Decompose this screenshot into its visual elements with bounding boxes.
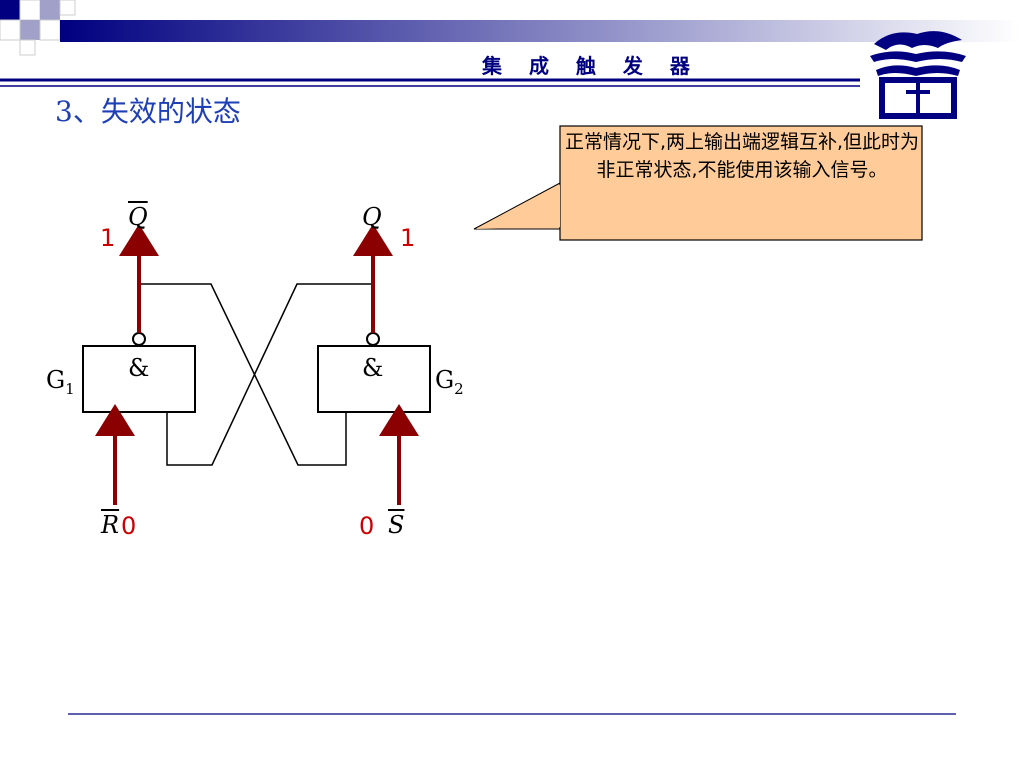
output-q-symbol: Q [362,203,382,231]
university-logo [870,31,966,119]
gate-g2-symbol: & [362,354,384,382]
feedback-wire-g2-to-g1 [166,283,373,466]
output-qbar-symbol: Q [128,203,148,231]
callout-shape [473,125,923,241]
feedback-wire-g1-to-g2 [139,283,347,466]
footer-line [68,713,956,715]
gate-g2-bubble [366,332,380,346]
header-underline [0,78,860,87]
header-gradient-bar [60,20,1020,42]
output-qbar-value: 1 [100,224,116,252]
input-rbar-value: 0 [121,512,137,540]
input-sbar-value: 0 [359,512,375,540]
output-q-value: 1 [400,224,416,252]
callout-text: 正常情况下,两上输出端逻辑互补,但此时为非正常状态,不能使用该输入信号。 [564,131,920,181]
input-sbar-symbol: S [388,511,405,539]
gate-g1-label: G1 [46,366,75,398]
input-rbar-symbol: R [101,511,120,539]
header-title: 集 成 触 发 器 [482,54,700,78]
slide-title: 3、失效的状态 [55,95,241,128]
gate-g2-box [317,345,431,413]
gate-g1-symbol: & [128,354,150,382]
gate-g1-box [82,345,196,413]
gate-g1-bubble [132,332,146,346]
gate-g2-label: G2 [435,366,464,398]
